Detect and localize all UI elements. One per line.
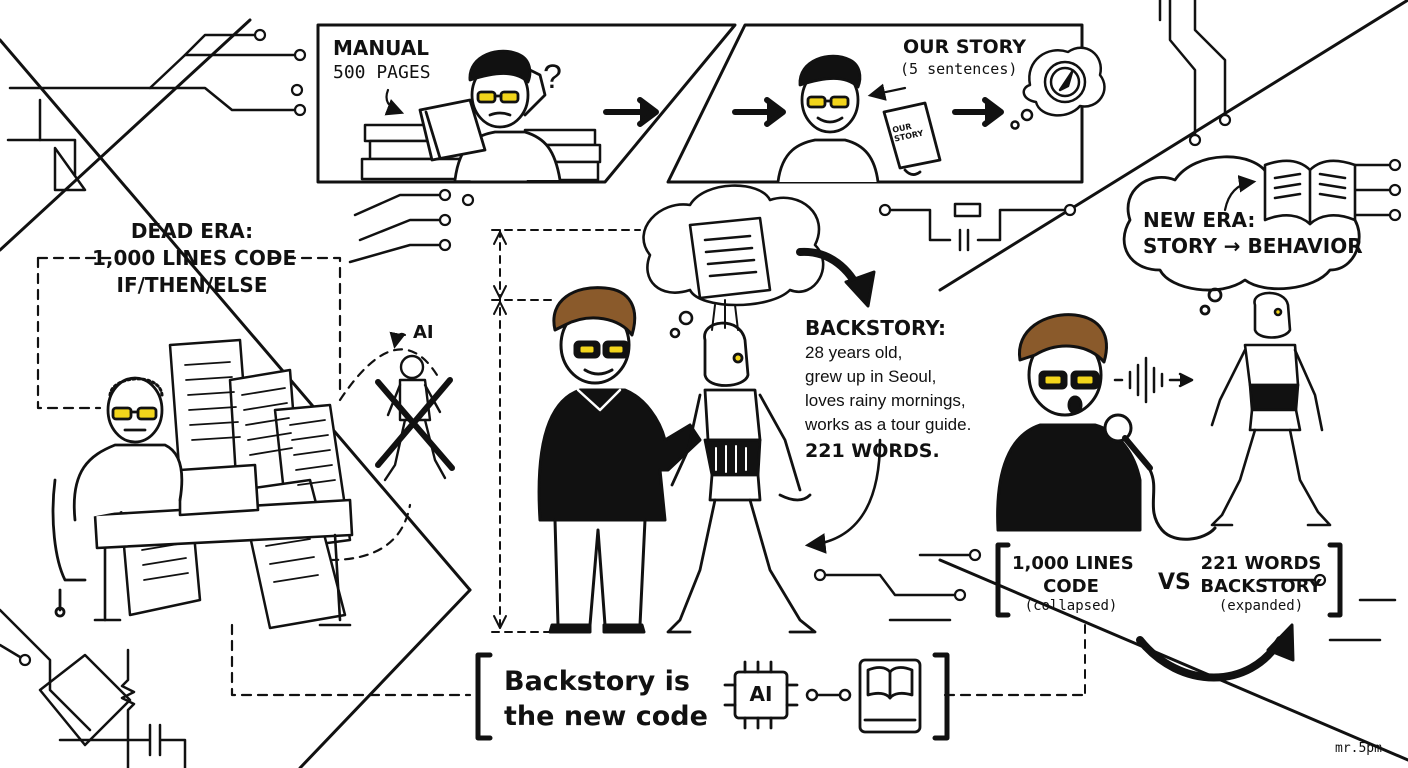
resistor-icon: [953, 202, 982, 218]
ai-chip-icon: [723, 660, 799, 730]
comparison-right-label: 221 WORDS BACKSTORY: [1200, 553, 1322, 597]
comparison-left-note: (collapsed): [1024, 598, 1118, 614]
slogan-brackets: [475, 652, 950, 741]
robot-icon: [666, 299, 817, 634]
question-mark: ?: [543, 58, 562, 96]
backstory-word-count: 221 WORDS.: [805, 440, 940, 462]
backstory-description: 28 years old, grew up in Seoul, loves ra…: [805, 343, 972, 434]
manual-panel-frame: [316, 23, 737, 184]
open-book-icon: [1263, 159, 1357, 226]
story-panel-subtitle: (5 sentences): [900, 60, 1018, 78]
walking-robot-icon: [1210, 291, 1332, 527]
manual-panel-subtitle: 500 PAGES: [333, 62, 431, 83]
book-icon: [858, 658, 922, 734]
comparison-right-note: (expanded): [1218, 598, 1304, 614]
signature: mr.5pm: [1335, 741, 1382, 756]
compass-thought-icon: [1010, 46, 1106, 130]
slogan-text: Backstory is the new code: [504, 666, 708, 732]
confused-man-icon: [418, 49, 562, 182]
story-panel-title: OUR STORY: [903, 36, 1026, 58]
ai-label: AI: [413, 322, 434, 343]
speaking-man-icon: [996, 313, 1217, 541]
dead-era-title: DEAD ERA: 1,000 LINES CODE IF/THEN/ELSE: [92, 219, 297, 297]
crossed-out-robot-icon: [375, 354, 455, 482]
programmer-icon: [51, 376, 184, 618]
comparison-vs: VS: [1158, 570, 1191, 595]
connector-icon: [805, 688, 852, 702]
manual-panel-title: MANUAL: [333, 36, 429, 60]
ai-chip-label: AI: [749, 682, 773, 706]
backstory-title: BACKSTORY:: [805, 316, 946, 340]
dead-era-dashed-frame: [36, 256, 342, 397]
comparison-left-label: 1,000 LINES CODE: [1012, 553, 1134, 597]
circuit-nodes: [18, 28, 1402, 667]
sound-wave-icon: [1113, 356, 1194, 404]
desk-icon: [93, 463, 354, 627]
arrow-icon: [603, 97, 1004, 127]
new-era-title: NEW ERA: STORY → BEHAVIOR: [1143, 208, 1363, 258]
comparison-brackets: [995, 542, 1343, 618]
reading-man-icon: [776, 54, 942, 184]
scroll-thought-cloud-icon: [642, 184, 825, 339]
man-in-sunglasses-icon: [537, 286, 702, 634]
story-panel-frame: [666, 23, 1084, 184]
